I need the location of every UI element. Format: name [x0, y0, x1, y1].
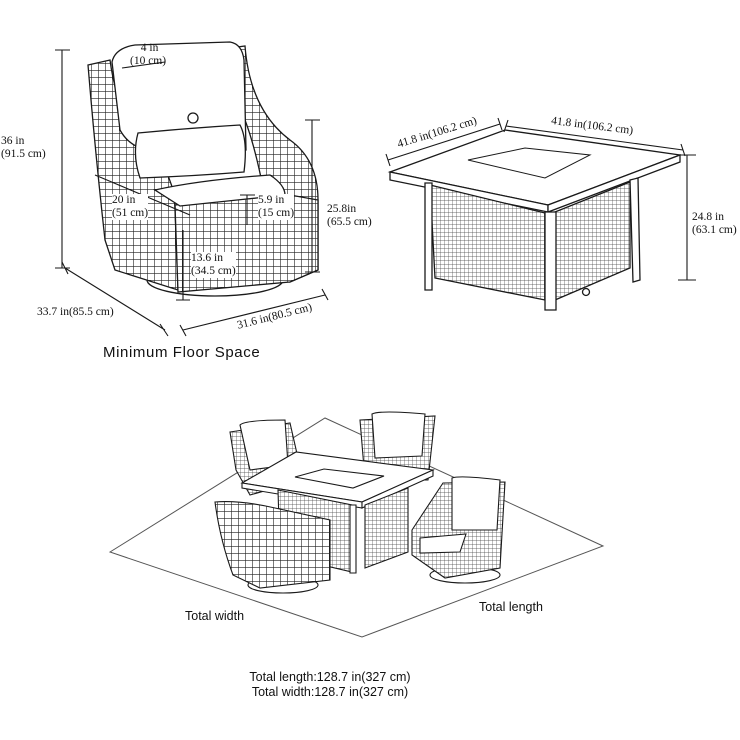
total-length-label: Total length	[479, 600, 543, 614]
floor-space-caption: Minimum Floor Space	[103, 344, 261, 361]
table-height-label: 24.8 in (63.1 cm)	[692, 211, 737, 237]
set-drawing	[214, 411, 506, 594]
seat-depth-in: 20 in	[112, 194, 136, 206]
arm-over-seat-label: 5.9 in (15 cm)	[258, 194, 295, 220]
cushion-thickness-label: 4 in (10 cm)	[130, 42, 166, 68]
total-length-value: Total length:128.7 in(327 cm)	[249, 670, 411, 684]
fire-table-drawing	[387, 129, 681, 311]
chair-dimension-lines	[55, 49, 329, 337]
seat-height-cm: (34.5 cm)	[191, 265, 236, 277]
seat-height-label: 13.6 in (34.5 cm)	[191, 252, 236, 278]
arm-height-in: 25.8in	[327, 203, 357, 215]
chair-height-label: 36 in (91.5 cm)	[1, 135, 46, 161]
chair-height-cm: (91.5 cm)	[1, 148, 46, 160]
chair-height-in: 36 in	[1, 135, 25, 147]
arm-height-cm: (65.5 cm)	[327, 216, 372, 228]
total-width-label: Total width	[185, 609, 245, 623]
swivel-chair-drawing	[87, 41, 319, 297]
table-height-in: 24.8 in	[692, 211, 724, 223]
table-height-cm: (63.1 cm)	[692, 224, 737, 236]
arm-height-label: 25.8in (65.5 cm)	[327, 203, 372, 229]
seat-height-in: 13.6 in	[191, 252, 223, 264]
arm-over-seat-in: 5.9 in	[258, 194, 285, 206]
seat-depth-cm: (51 cm)	[112, 207, 149, 219]
arm-over-seat-cm: (15 cm)	[258, 207, 295, 219]
seat-depth-label: 20 in (51 cm)	[112, 194, 149, 220]
cushion-thickness-in: 4 in	[140, 42, 159, 54]
total-width-value: Total width:128.7 in(327 cm)	[251, 685, 409, 699]
chair-depth-label: 33.7 in(85.5 cm)	[37, 306, 114, 318]
table-dimension-lines	[385, 117, 696, 281]
cushion-thickness-cm: (10 cm)	[130, 55, 167, 67]
